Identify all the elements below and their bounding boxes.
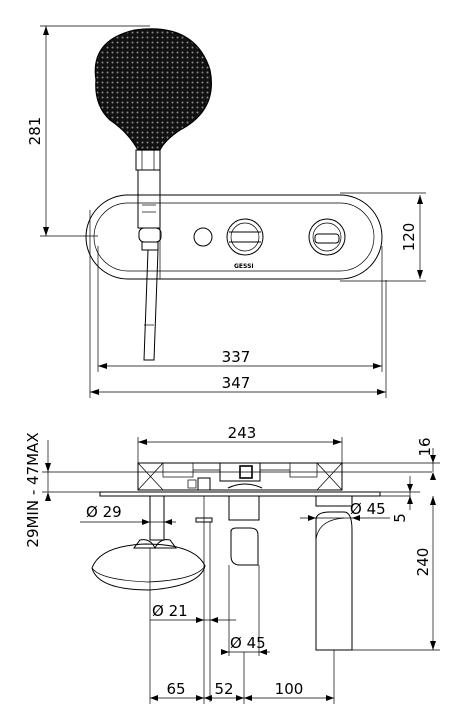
- dimension-347: 347: [89, 210, 387, 398]
- diverter-knob: [193, 227, 213, 247]
- wall-plate: GESSI: [85, 194, 383, 280]
- dim-120-label: 120: [400, 223, 418, 252]
- dimension-243: 243: [137, 424, 343, 463]
- dimension-120: 120: [340, 192, 426, 282]
- dimension-d29: Ø 29: [80, 503, 176, 525]
- top-view: GESSI 281 120 337: [26, 25, 426, 398]
- dim-d21-label: Ø 21: [152, 602, 188, 620]
- spout: [315, 495, 353, 651]
- dimension-16: 16: [338, 437, 440, 480]
- dim-347-label: 347: [222, 374, 251, 392]
- dim-16-label: 16: [416, 437, 434, 456]
- mixer-knob-left: [226, 218, 264, 256]
- hand-shower-holder: [91, 495, 206, 591]
- dim-243-label: 243: [228, 424, 257, 442]
- dim-337-label: 337: [222, 348, 251, 366]
- hand-shower-head: [94, 28, 212, 171]
- dim-52-label: 52: [214, 680, 233, 698]
- logo-text: GESSI: [234, 263, 254, 270]
- dim-240-label: 240: [414, 548, 432, 577]
- dimension-337: 337: [97, 246, 383, 372]
- dimension-spacings: 65 52 100: [149, 548, 335, 704]
- dim-5-label: 5: [391, 513, 409, 523]
- dimension-d21: Ø 21: [150, 602, 236, 623]
- shower-handle: [137, 169, 162, 251]
- dim-d45-base-label: Ø 45: [230, 634, 266, 652]
- diverter-pin: [195, 496, 213, 702]
- dim-281-label: 281: [26, 117, 44, 146]
- section-view: 243 29MIN - 47MAX 16: [24, 424, 440, 704]
- mixer-knob-side: [228, 495, 260, 566]
- dimension-wall: 29MIN - 47MAX: [24, 432, 432, 548]
- mixer-knob-right: [308, 218, 346, 256]
- dim-100-label: 100: [275, 680, 304, 698]
- dimension-281: 281: [26, 25, 150, 237]
- dimension-d45-knob: Ø 45: [300, 500, 390, 521]
- dim-d45-knob-label: Ø 45: [350, 500, 386, 518]
- shower-hose: [143, 249, 159, 361]
- dimension-240: 240: [352, 496, 440, 651]
- dim-wall-label: 29MIN - 47MAX: [24, 432, 42, 547]
- dimension-5: 5: [391, 476, 413, 523]
- wall-box: [137, 462, 343, 491]
- dim-65-label: 65: [166, 680, 185, 698]
- dim-d29-label: Ø 29: [86, 503, 122, 521]
- dimension-d45-base: Ø 45: [221, 565, 270, 656]
